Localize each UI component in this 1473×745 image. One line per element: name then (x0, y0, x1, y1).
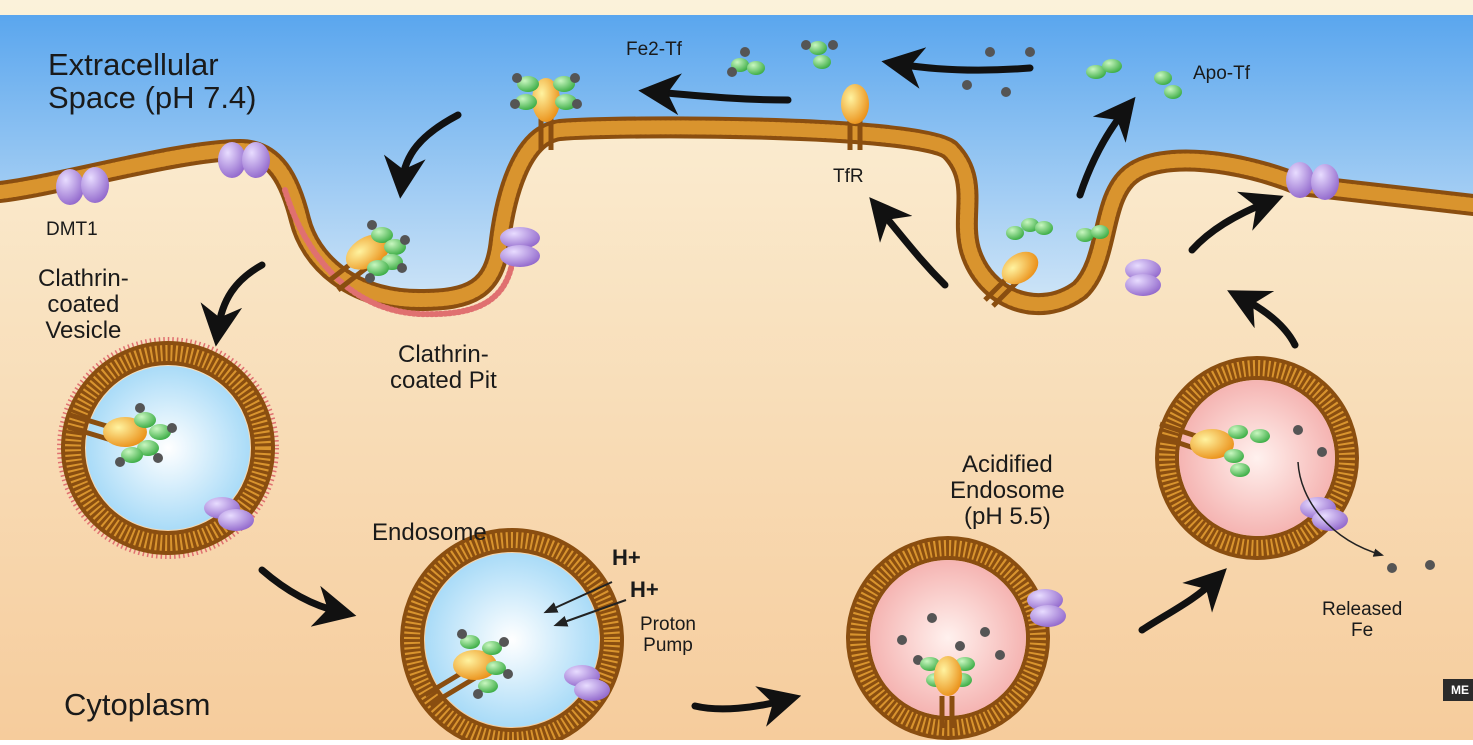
clathrin-pit-label: Clathrin- coated Pit (390, 341, 497, 394)
h-plus-label-2: H+ (630, 577, 659, 602)
endosome-label: Endosome (372, 519, 487, 546)
surface-receptor-bound (510, 73, 582, 150)
cytoplasm-label: Cytoplasm (64, 687, 211, 722)
h-plus-label-1: H+ (612, 545, 641, 570)
acidified-endosome (846, 536, 1066, 740)
tfr-label: TfR (833, 166, 864, 187)
iron-releasing-endosome (1155, 356, 1435, 573)
fe2-tf-label: Fe2-Tf (626, 39, 682, 60)
free-transferrin (727, 40, 1182, 99)
dmt1-transporters (56, 142, 1339, 296)
proton-pump-label: Proton Pump (640, 614, 696, 656)
clathrin-vesicle-label: Clathrin- coated Vesicle (38, 265, 129, 344)
apo-tf-label: Apo-Tf (1193, 63, 1251, 84)
recycling-pit-contents (983, 218, 1109, 308)
process-arrows (200, 47, 1299, 727)
endosome (400, 528, 627, 745)
dmt1-label: DMT1 (46, 219, 98, 240)
extracellular-label: Extracellular Space (pH 7.4) (48, 47, 257, 116)
acidified-endosome-label: Acidified Endosome (pH 5.5) (950, 451, 1065, 530)
empty-tfr (841, 84, 869, 150)
plasma-membrane (0, 116, 1473, 318)
released-fe-label: Released Fe (1322, 599, 1403, 641)
clathrin-coated-vesicle (57, 337, 279, 559)
pit-receptor-complex (328, 220, 410, 292)
corner-badge: ME (1443, 679, 1473, 701)
extracellular-region (0, 15, 1473, 305)
